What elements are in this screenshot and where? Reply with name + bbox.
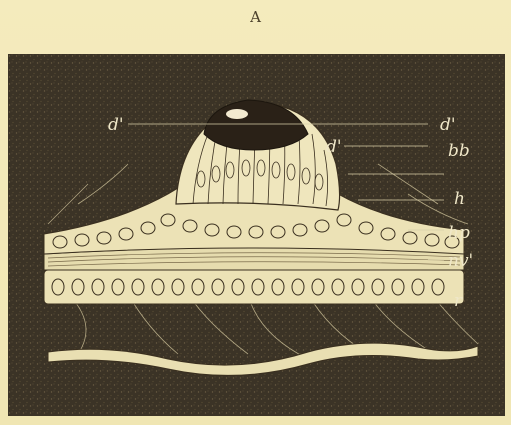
lens-highlight: [226, 109, 248, 119]
illustration-plate: d' d' d' bb h hp nv' r: [8, 54, 505, 416]
eye-section-drawing: d' d' d' bb h hp nv' r: [8, 54, 505, 416]
label-r: r: [454, 291, 463, 311]
label-nv: nv': [448, 251, 473, 271]
label-hp: hp: [448, 223, 470, 243]
lower-cell-layer: [44, 270, 464, 304]
label-d-right: d': [440, 115, 456, 135]
label-bb: bb: [448, 141, 470, 161]
label-h: h: [454, 189, 465, 209]
label-d-mid: d': [326, 137, 342, 157]
figure-letter: A: [0, 8, 511, 26]
label-d-left: d': [108, 115, 124, 135]
